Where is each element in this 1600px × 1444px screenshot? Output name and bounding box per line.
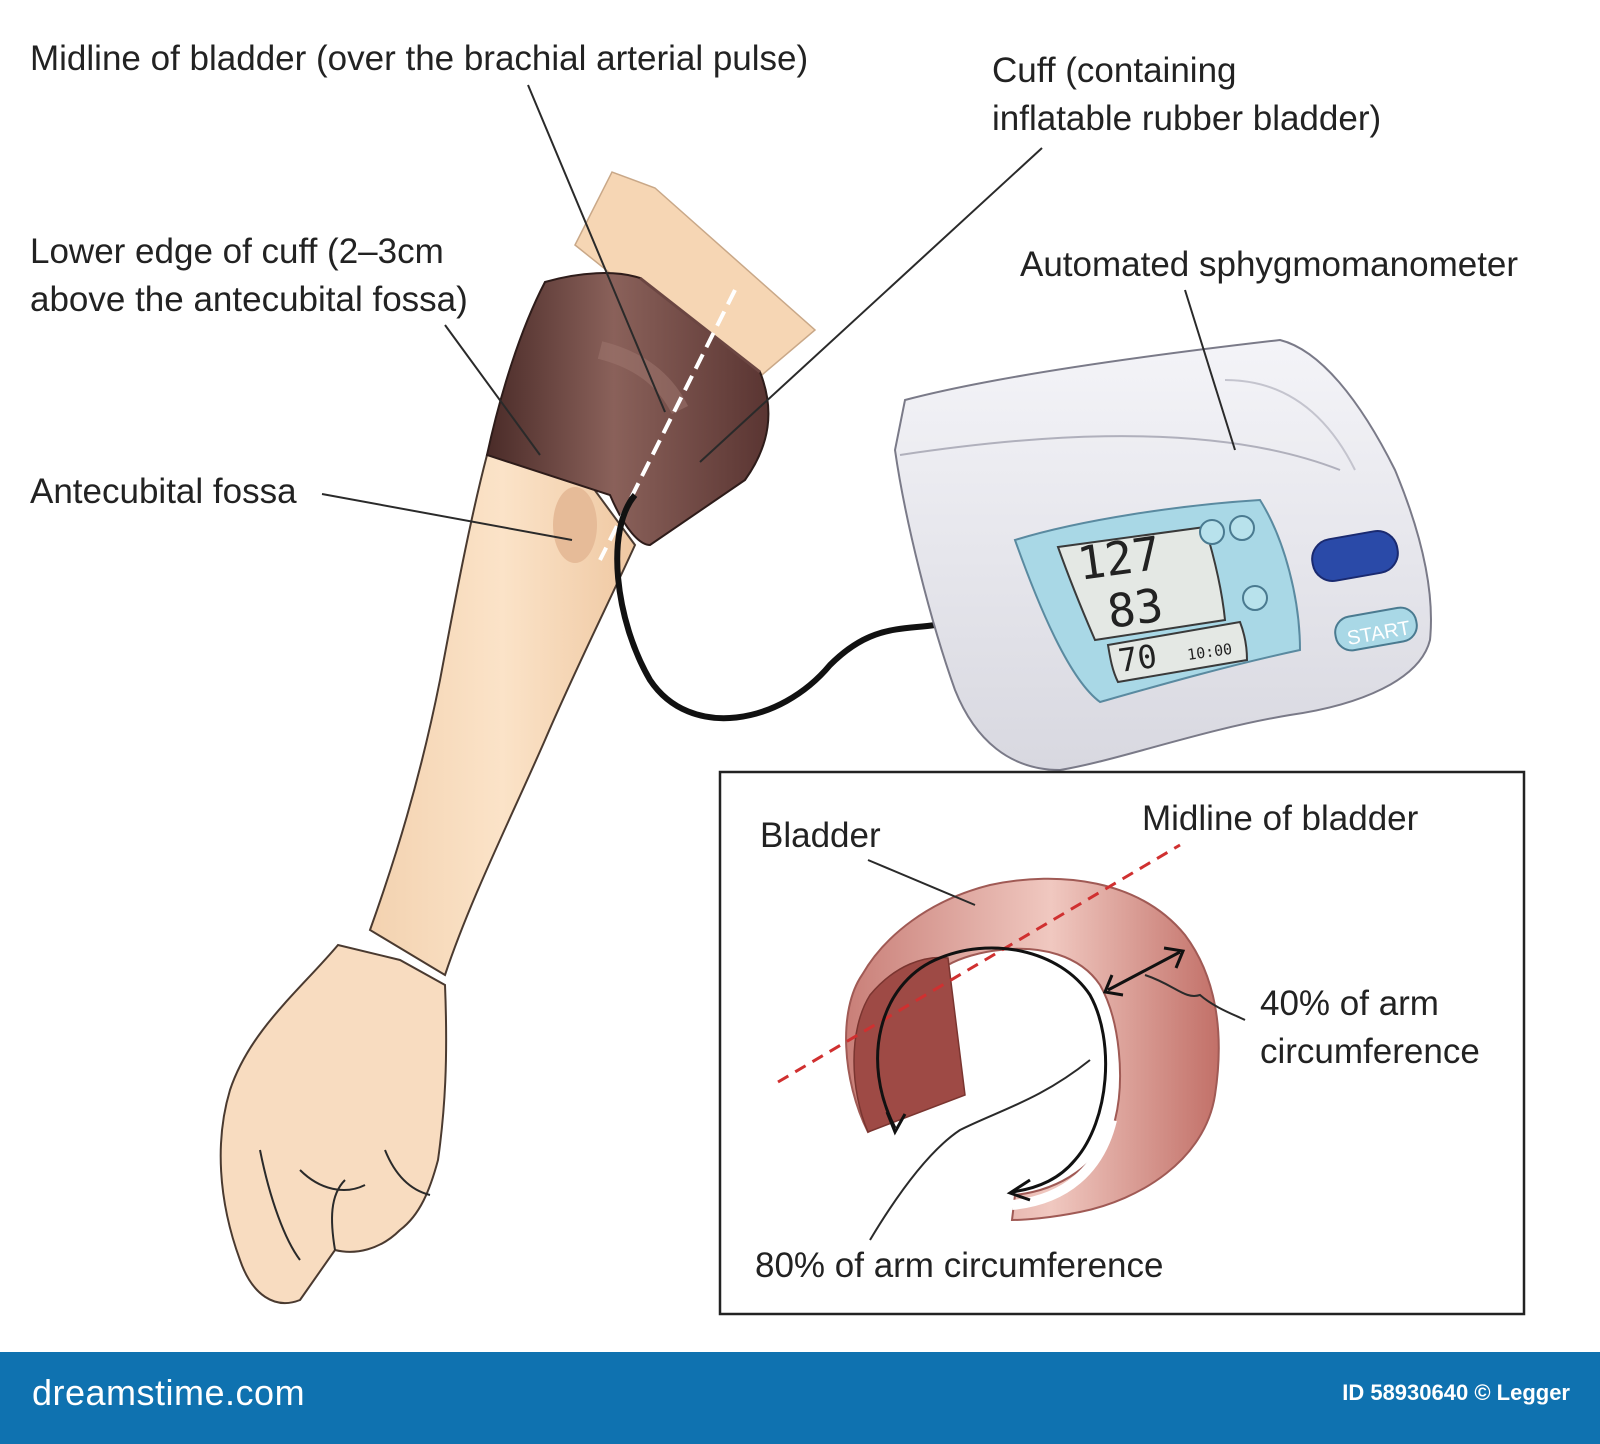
air-tube bbox=[614, 493, 936, 722]
inset-label-80: 80% of arm circumference bbox=[755, 1246, 1163, 1285]
arrow-80-percent bbox=[876, 946, 1108, 1194]
diastolic-value: 83 bbox=[1104, 578, 1166, 639]
inset-label-40-line1: 40% of arm bbox=[1260, 984, 1439, 1023]
leader-lower-edge bbox=[444, 324, 541, 456]
leader-antecubital bbox=[321, 493, 573, 541]
label-lower-edge-line2: above the antecubital fossa) bbox=[30, 280, 468, 319]
systolic-value: 127 bbox=[1074, 526, 1164, 591]
label-cuff-line2: inflatable rubber bladder) bbox=[992, 99, 1381, 138]
cuff-body bbox=[485, 272, 770, 547]
diagram-canvas: 127 83 70 10:00 START Midline of bladder… bbox=[30, 39, 1526, 1316]
footer-logo[interactable]: dreamstime.com bbox=[32, 1372, 306, 1413]
footer-bar: dreamstime.com ID 58930640 © Legger bbox=[0, 1352, 1600, 1444]
leader-sphygmomanometer bbox=[1184, 289, 1236, 451]
forearm bbox=[368, 453, 637, 977]
inset-label-midline: Midline of bladder bbox=[1142, 799, 1419, 838]
round-button-2[interactable] bbox=[1229, 515, 1255, 541]
leader-cuff bbox=[699, 147, 1043, 463]
round-button-3[interactable] bbox=[1242, 585, 1268, 611]
lcd-small bbox=[1106, 620, 1249, 684]
label-antecubital-fossa: Antecubital fossa bbox=[30, 472, 297, 511]
label-lower-edge-line1: Lower edge of cuff (2–3cm bbox=[30, 232, 444, 271]
pulse-value: 70 bbox=[1116, 637, 1159, 680]
inset-label-40-line2: circumference bbox=[1260, 1032, 1480, 1071]
sphygmomanometer-device: 127 83 70 10:00 START bbox=[893, 338, 1432, 772]
leader-inset-80 bbox=[869, 1059, 1091, 1241]
start-button-shape[interactable] bbox=[1333, 605, 1420, 653]
inset-label-bladder: Bladder bbox=[760, 816, 881, 855]
leader-inset-bladder bbox=[867, 859, 976, 906]
inset-panel: Bladder Midline of bladder 40% of arm ci… bbox=[718, 770, 1526, 1316]
round-button-1[interactable] bbox=[1199, 519, 1225, 545]
footer-credit: ID 58930640 © Legger bbox=[1342, 1380, 1570, 1405]
memory-button[interactable] bbox=[1309, 528, 1401, 584]
arrow-40-percent bbox=[1107, 950, 1181, 992]
leader-midline bbox=[527, 84, 666, 413]
label-midline-bladder: Midline of bladder (over the brachial ar… bbox=[30, 39, 808, 78]
label-cuff-line1: Cuff (containing bbox=[992, 51, 1237, 90]
inset-midline-dash bbox=[777, 843, 1181, 1084]
antecubital-fossa-area bbox=[553, 487, 597, 563]
arm bbox=[219, 171, 817, 1305]
hand bbox=[219, 943, 448, 1305]
lcd-main bbox=[1056, 525, 1227, 642]
label-sphygmomanometer: Automated sphygmomanometer bbox=[1020, 245, 1518, 284]
leader-inset-40 bbox=[1144, 974, 1246, 1021]
